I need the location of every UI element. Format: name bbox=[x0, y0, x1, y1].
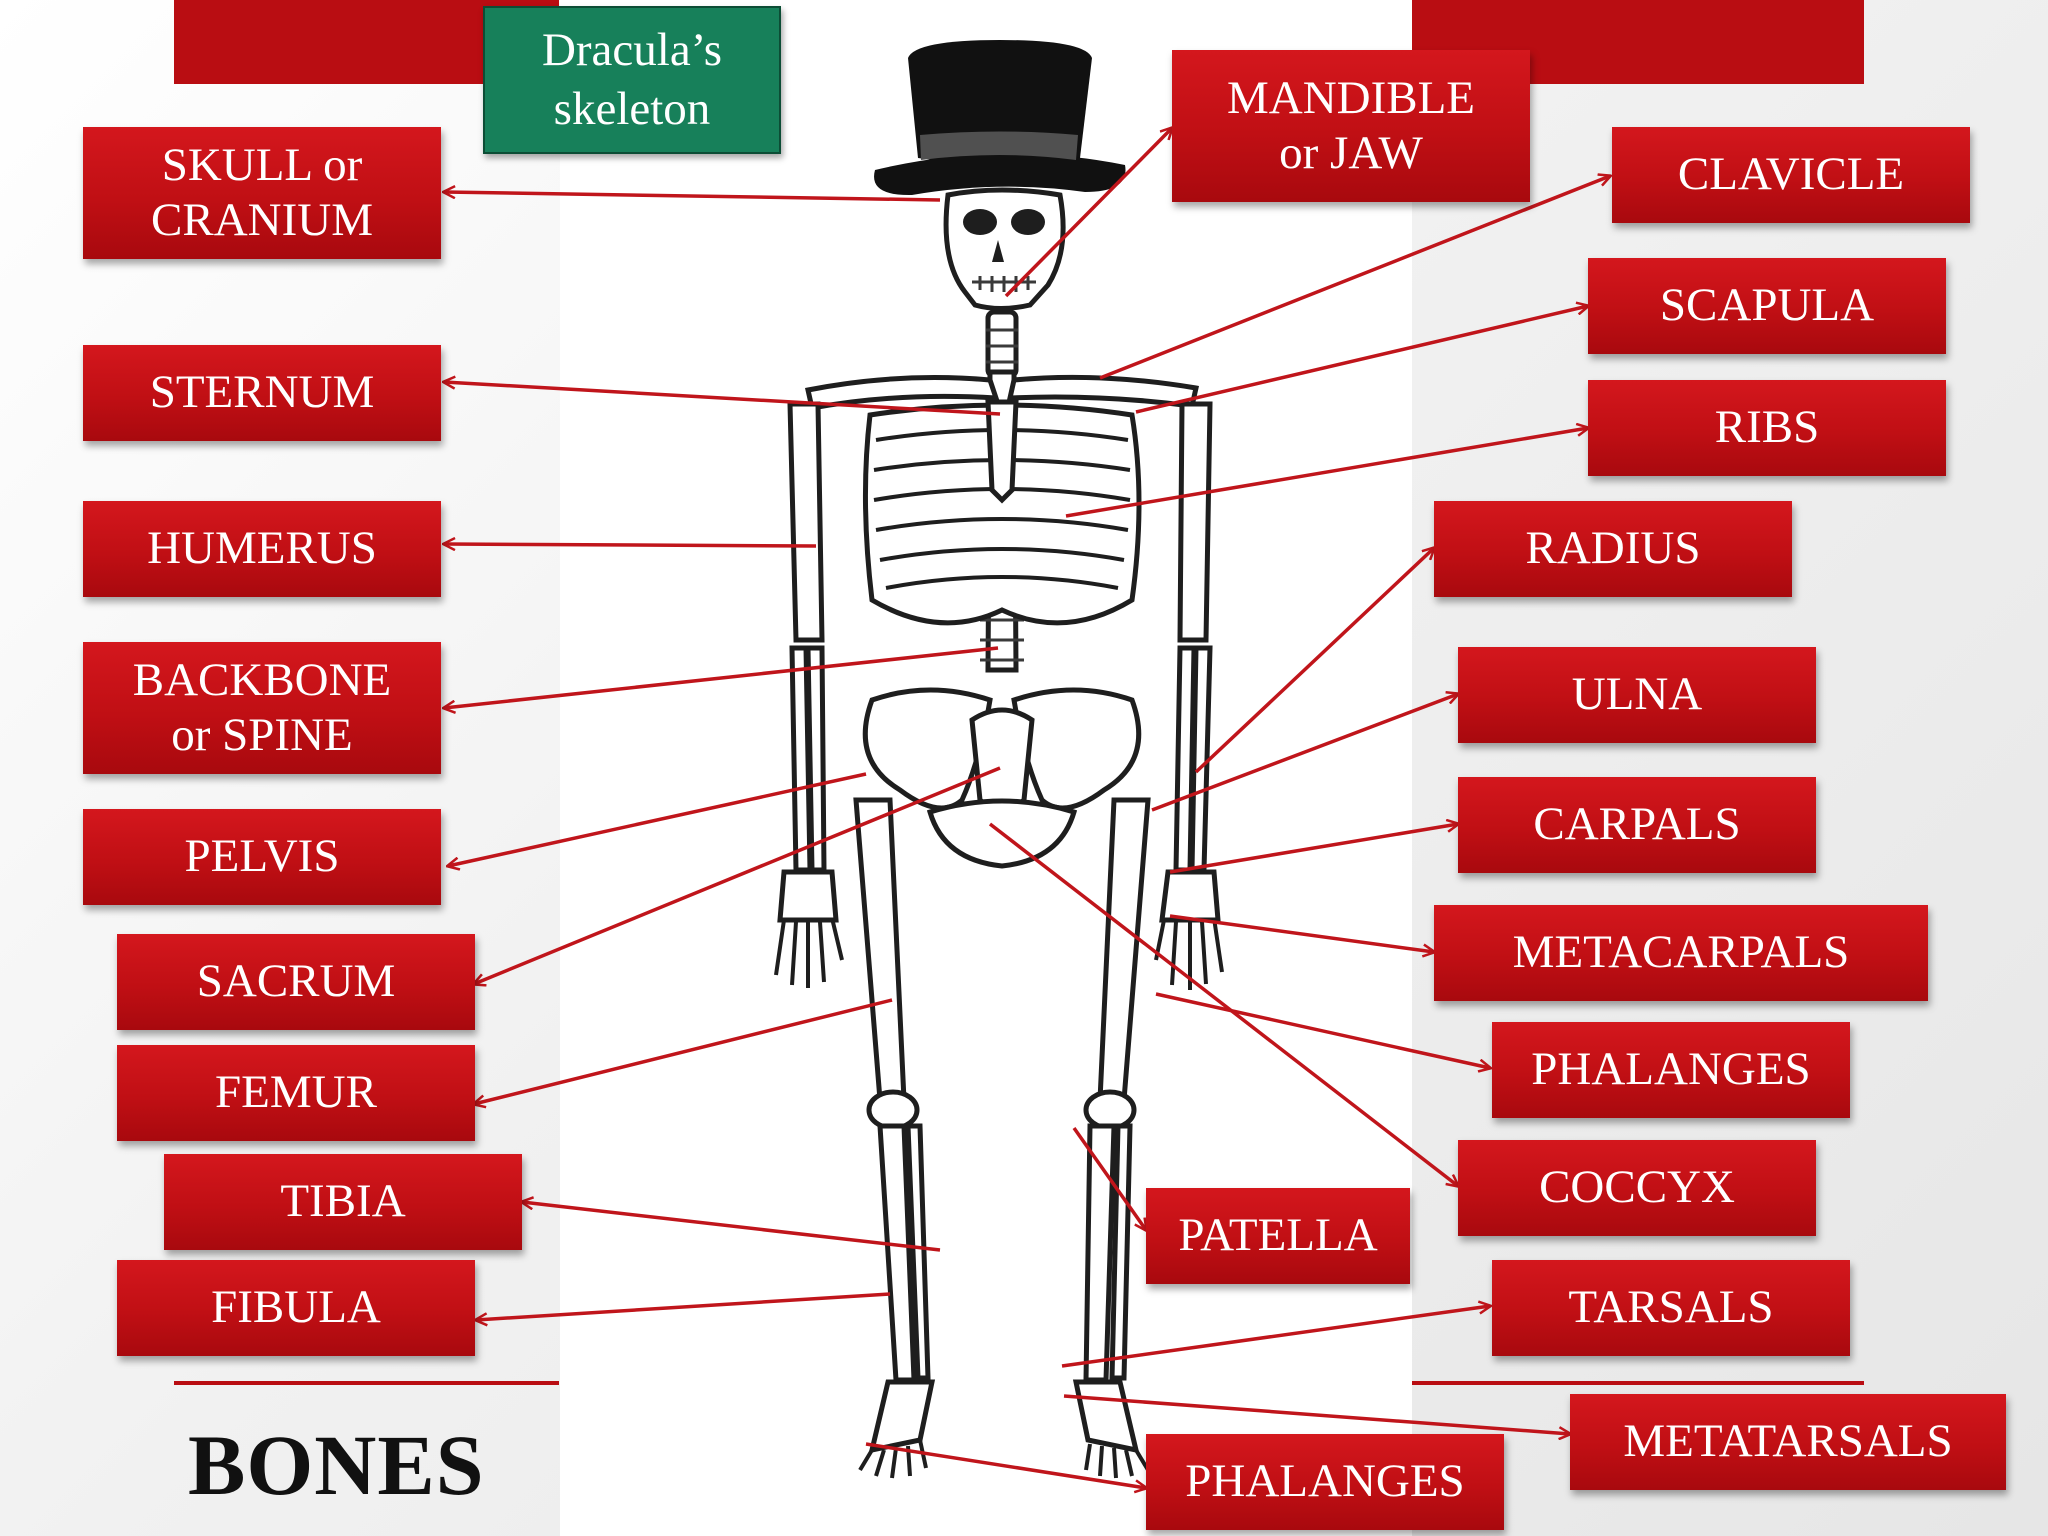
label-metatarsals: METATARSALS bbox=[1570, 1394, 2006, 1490]
ribcage-drawing bbox=[862, 399, 1142, 626]
label-clavicle: CLAVICLE bbox=[1612, 127, 1970, 223]
skull-drawing bbox=[943, 187, 1066, 311]
label-sternum: STERNUM bbox=[83, 345, 441, 441]
label-tibia: TIBIA bbox=[164, 1154, 522, 1250]
page-heading: BONES bbox=[188, 1417, 485, 1513]
label-humerus: HUMERUS bbox=[83, 501, 441, 597]
label-ribs: RIBS bbox=[1588, 380, 1946, 476]
label-radius: RADIUS bbox=[1434, 501, 1792, 597]
label-sacrum: SACRUM bbox=[117, 934, 475, 1030]
label-skull: SKULL or CRANIUM bbox=[83, 127, 441, 259]
label-mandible: MANDIBLE or JAW bbox=[1172, 50, 1530, 202]
label-carpals: CARPALS bbox=[1458, 777, 1816, 873]
pelvis-drawing bbox=[862, 687, 1142, 869]
label-fibula: FIBULA bbox=[117, 1260, 475, 1356]
label-ulna: ULNA bbox=[1458, 647, 1816, 743]
label-coccyx: COCCYX bbox=[1458, 1140, 1816, 1236]
bottom-left-accent-line bbox=[174, 1381, 559, 1385]
label-femur: FEMUR bbox=[117, 1045, 475, 1141]
label-metacarpals: METACARPALS bbox=[1434, 905, 1928, 1001]
label-scapula: SCAPULA bbox=[1588, 258, 1946, 354]
label-patella: PATELLA bbox=[1146, 1188, 1410, 1284]
bottom-right-accent-line bbox=[1412, 1381, 1864, 1385]
label-phalanges-foot: PHALANGES bbox=[1146, 1434, 1504, 1530]
skeleton-figure bbox=[774, 40, 1224, 1479]
legs-drawing bbox=[853, 797, 1151, 1479]
title-box: Dracula’s skeleton bbox=[483, 6, 781, 154]
top-hat-icon bbox=[874, 40, 1126, 196]
label-phalanges-hand: PHALANGES bbox=[1492, 1022, 1850, 1118]
label-pelvis: PELVIS bbox=[83, 809, 441, 905]
label-tarsals: TARSALS bbox=[1492, 1260, 1850, 1356]
label-backbone: BACKBONE or SPINE bbox=[83, 642, 441, 774]
